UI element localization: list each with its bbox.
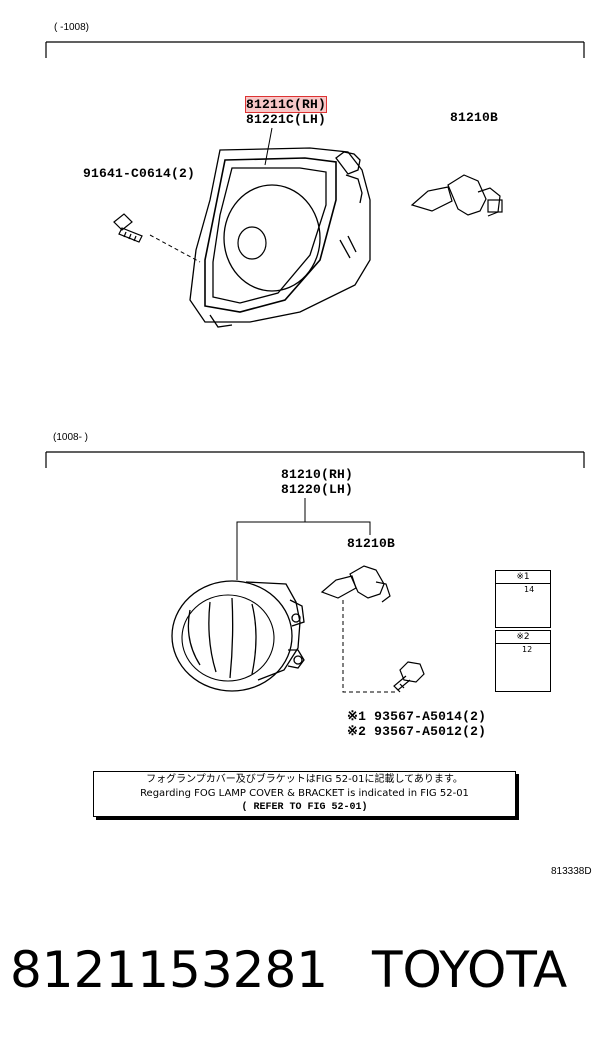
- top-bolt-label[interactable]: 91641-C0614(2): [83, 166, 196, 181]
- bottom-fog-lamp-drawing: [171, 580, 305, 692]
- screw-1-label[interactable]: ※1 93567-A5014(2): [347, 709, 487, 724]
- top-bulb-drawing: [410, 174, 503, 217]
- parts-diagram: [45, 41, 585, 693]
- top-fog-lamp-drawing: [189, 147, 371, 328]
- inset-screw-1: ※1 14: [495, 570, 551, 628]
- top-part-lh-label[interactable]: 81221C(LH): [246, 112, 327, 127]
- footer-brand: TOYOTA: [372, 941, 568, 999]
- inset-2-length: 12: [522, 645, 533, 654]
- note-reference[interactable]: ( REFER TO FIG 52-01): [241, 802, 368, 813]
- bottom-range-label: (1008- ): [53, 432, 89, 443]
- bottom-leaders: [236, 498, 398, 693]
- top-part-rh-label[interactable]: 81211C(RH): [244, 96, 328, 113]
- top-frame: [45, 41, 585, 58]
- reference-note-box: フォグランプカバー及びブラケットはFIG 52-01に記載してあります。 Reg…: [93, 771, 516, 817]
- bottom-screw-drawing: [393, 661, 425, 693]
- bottom-frame: [45, 451, 585, 468]
- bottom-bulb-label[interactable]: 81210B: [347, 536, 396, 551]
- note-english: Regarding FOG LAMP COVER & BRACKET is in…: [140, 788, 469, 799]
- top-bulb-label[interactable]: 81210B: [450, 110, 499, 125]
- note-japanese: フォグランプカバー及びブラケットはFIG 52-01に記載してあります。: [146, 774, 463, 785]
- top-range-label: ( -1008): [54, 22, 90, 33]
- inset-1-length: 14: [524, 585, 535, 594]
- inset-screw-2: ※2 12: [495, 630, 551, 692]
- top-bolt-drawing: [113, 213, 143, 243]
- figure-id: 813338D: [551, 866, 592, 877]
- screw-2-label[interactable]: ※2 93567-A5012(2): [347, 724, 487, 739]
- footer-part-number: 8121153281: [10, 941, 329, 999]
- inset-1-mark: ※1: [496, 571, 550, 584]
- bottom-bulb-drawing: [320, 565, 391, 603]
- inset-2-mark: ※2: [496, 631, 550, 644]
- bottom-part-lh-label[interactable]: 81220(LH): [281, 482, 354, 497]
- bottom-part-rh-label[interactable]: 81210(RH): [281, 467, 354, 482]
